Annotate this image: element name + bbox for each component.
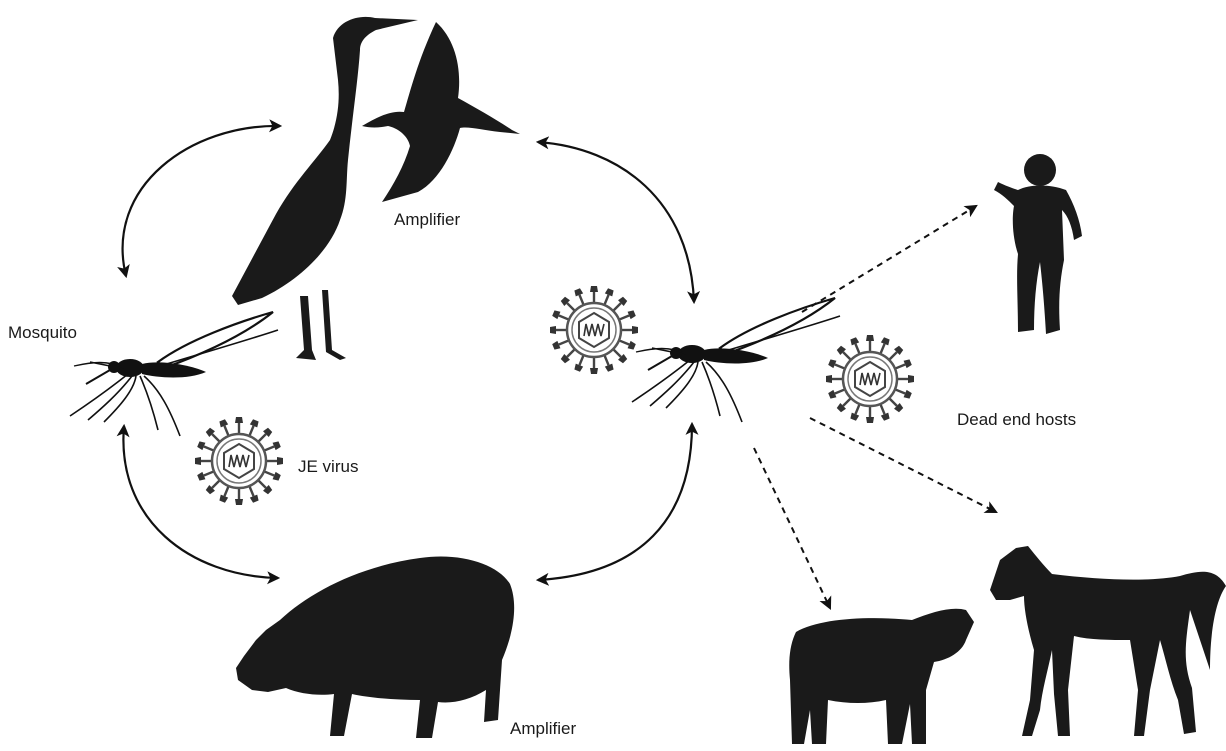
arrow-pig-mosquito [538,424,692,580]
virus-icon [195,417,283,505]
mosquito-icon [70,312,278,436]
virus-icon [550,286,638,374]
flying-bird-icon [362,22,520,202]
label-mosquito: Mosquito [8,323,77,343]
arrow-bird-mosquito [538,142,694,302]
human-icon [994,154,1082,334]
label-amplifier-pig: Amplifier [510,719,576,739]
label-amplifier-birds: Amplifier [394,210,460,230]
arrow-to-cow [754,448,830,608]
heron-icon [232,17,418,360]
arrow-to-human [802,206,976,312]
mosquito-icon [632,298,840,422]
label-je-virus: JE virus [298,457,358,477]
arrow-to-horse [810,418,996,512]
pig-icon [236,556,514,738]
horse-icon [990,546,1226,736]
cow-icon [789,609,974,744]
virus-icon [826,335,914,423]
label-dead-end-hosts: Dead end hosts [957,410,1076,430]
